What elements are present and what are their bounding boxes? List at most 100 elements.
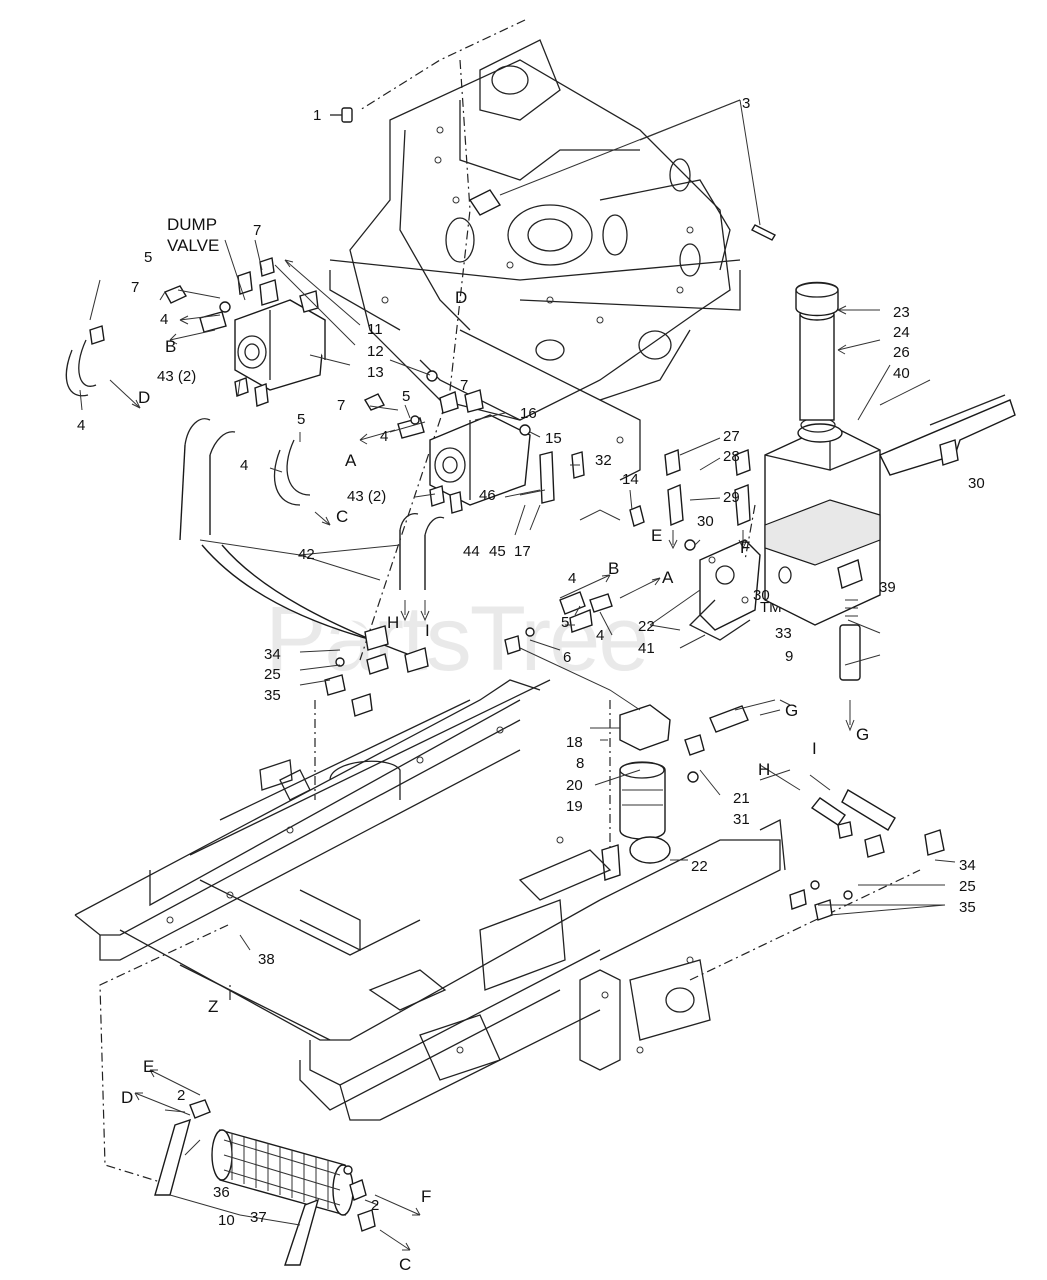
callout-34: 34 bbox=[959, 857, 976, 874]
callout-f: F bbox=[421, 1187, 431, 1206]
center-pump bbox=[273, 389, 645, 527]
callout-36: 36 bbox=[213, 1184, 230, 1201]
leader-line bbox=[99, 924, 229, 1186]
callout-5: 5 bbox=[561, 614, 569, 631]
callout-44: 44 bbox=[463, 543, 480, 560]
callout-34: 34 bbox=[264, 646, 281, 663]
callout-39: 39 bbox=[879, 579, 896, 596]
callout-42: 42 bbox=[298, 546, 315, 563]
callout-d: D bbox=[121, 1088, 133, 1107]
callout-19: 19 bbox=[566, 798, 583, 815]
callout-24: 24 bbox=[893, 324, 910, 341]
callout-38: 38 bbox=[258, 951, 275, 968]
dump-valve-label-line2: VALVE bbox=[167, 236, 219, 255]
callout-e: E bbox=[143, 1057, 154, 1076]
callout-c: C bbox=[336, 507, 348, 526]
callout-d: D bbox=[455, 288, 467, 307]
bolt-1 bbox=[330, 107, 353, 123]
callout-22: 22 bbox=[691, 858, 708, 875]
callout-5: 5 bbox=[144, 249, 152, 266]
callout-1: 1 bbox=[313, 107, 321, 124]
callout-4: 4 bbox=[596, 627, 604, 644]
arrows bbox=[79, 239, 956, 1251]
callout-b: B bbox=[165, 337, 176, 356]
leader-line bbox=[689, 869, 921, 981]
callout-33: 33 bbox=[775, 625, 792, 642]
callout-f: F bbox=[740, 538, 750, 557]
bracket-40 bbox=[879, 394, 1016, 476]
callout-11: 11 bbox=[367, 321, 383, 338]
callout-23: 23 bbox=[893, 304, 910, 321]
callout-9: 9 bbox=[785, 648, 793, 665]
valve-bracket bbox=[664, 449, 761, 641]
callout-20: 20 bbox=[566, 777, 583, 794]
callout-45: 45 bbox=[489, 543, 506, 560]
callout-15: 15 bbox=[545, 430, 562, 447]
callout-4: 4 bbox=[160, 311, 168, 328]
callout-29: 29 bbox=[723, 489, 740, 506]
callout-a: A bbox=[345, 451, 357, 470]
callout-32: 32 bbox=[595, 452, 612, 469]
callout-12: 12 bbox=[367, 343, 384, 360]
callout-35: 35 bbox=[959, 899, 976, 916]
callout-5: 5 bbox=[297, 411, 305, 428]
leader-line bbox=[359, 59, 471, 661]
upper-frame bbox=[329, 39, 741, 481]
callout-25: 25 bbox=[959, 878, 976, 895]
callout-37: 37 bbox=[250, 1209, 267, 1226]
callout-e: E bbox=[651, 526, 662, 545]
callout-4: 4 bbox=[77, 417, 85, 434]
callout-3: 3 bbox=[742, 95, 750, 112]
spacer-3 bbox=[468, 99, 776, 241]
callout-16: 16 bbox=[520, 405, 537, 422]
callout-a: A bbox=[662, 568, 674, 587]
callout-i: I bbox=[425, 621, 430, 640]
hoses-42 bbox=[179, 418, 445, 656]
callout-7: 7 bbox=[253, 222, 261, 239]
callout-13: 13 bbox=[367, 364, 384, 381]
oil-cooler bbox=[154, 1099, 376, 1266]
callout-2: 2 bbox=[177, 1087, 185, 1104]
callout-22: 22 bbox=[638, 618, 655, 635]
callout-17: 17 bbox=[514, 543, 531, 560]
callout-b: B bbox=[608, 559, 619, 578]
callout-6: 6 bbox=[563, 649, 571, 666]
callouts: 1 3 DUMP VALVE 5 7 7 4 B 11 12 13 D 43 (… bbox=[77, 95, 985, 1274]
callout-4: 4 bbox=[380, 428, 388, 445]
callout-26: 26 bbox=[893, 344, 910, 361]
callout-8: 8 bbox=[576, 755, 584, 772]
callout-7: 7 bbox=[460, 377, 468, 394]
callout-40: 40 bbox=[893, 365, 910, 382]
filter-assembly bbox=[504, 591, 749, 881]
dump-valve-label-line1: DUMP bbox=[167, 215, 217, 234]
callout-h: H bbox=[387, 613, 399, 632]
watermark: PartsTree bbox=[265, 588, 647, 690]
callout-43-2: 43 (2) bbox=[347, 488, 386, 505]
callout-5: 5 bbox=[402, 388, 410, 405]
callout-g: G bbox=[785, 701, 798, 720]
callout-46: 46 bbox=[479, 487, 496, 504]
callout-2: 2 bbox=[371, 1197, 379, 1214]
reservoir-tank bbox=[764, 281, 881, 681]
callout-30: 30 bbox=[968, 475, 985, 492]
callout-i: I bbox=[812, 739, 817, 758]
callout-z: Z bbox=[208, 997, 218, 1016]
callout-h: H bbox=[758, 760, 770, 779]
callout-27: 27 bbox=[723, 428, 740, 445]
callout-35: 35 bbox=[264, 687, 281, 704]
callout-21: 21 bbox=[733, 790, 750, 807]
fittings-left bbox=[65, 257, 438, 407]
callout-30: 30 bbox=[697, 513, 714, 530]
callout-25: 25 bbox=[264, 666, 281, 683]
callout-31: 31 bbox=[733, 811, 750, 828]
callout-7: 7 bbox=[131, 279, 139, 296]
callout-4: 4 bbox=[240, 457, 248, 474]
dump-valve-pump bbox=[234, 279, 326, 391]
leader-line bbox=[359, 19, 526, 111]
callout-c: C bbox=[399, 1255, 411, 1274]
callout-10: 10 bbox=[218, 1212, 235, 1229]
hoses-right bbox=[789, 789, 945, 921]
callout-18: 18 bbox=[566, 734, 583, 751]
